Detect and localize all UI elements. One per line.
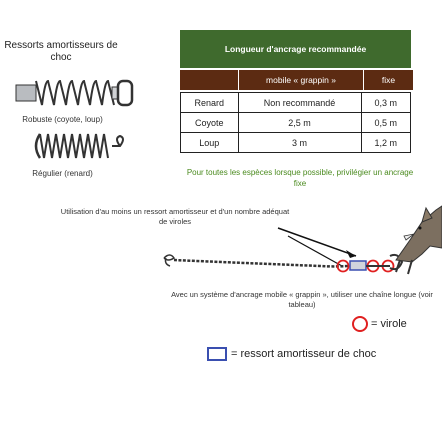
col-fixed-header: fixe xyxy=(363,70,413,90)
coyote-icon xyxy=(395,205,442,275)
swivel-ring xyxy=(336,259,350,273)
spring-box-icon xyxy=(207,347,227,361)
species-cell: Loup xyxy=(180,132,239,153)
robust-spring-image xyxy=(15,79,134,107)
arrow-line xyxy=(277,227,357,257)
regular-spring-caption: Régulier (renard) xyxy=(32,169,93,178)
scene-caption-bottom: Avec un système d'ancrage mobile « grapp… xyxy=(171,290,433,309)
trap-icon xyxy=(389,253,404,271)
springs-title: Ressorts amortisseurs de choc xyxy=(4,40,118,63)
fixed-cell: 1,2 m xyxy=(360,132,412,153)
subheader-spacer xyxy=(180,70,238,90)
regular-spring-image xyxy=(34,133,124,159)
mobile-cell: 3 m xyxy=(237,132,362,153)
shock-spring-box xyxy=(349,260,367,271)
fixed-cell: 0,5 m xyxy=(360,112,412,133)
table-header: Longueur d'ancrage recommandée xyxy=(180,30,411,68)
arrow-line xyxy=(287,235,343,267)
legend-box: = ressort amortisseur de choc xyxy=(207,347,376,361)
mobile-cell: Non recommandé xyxy=(237,92,362,113)
scene-caption-top: Utilisation d'au moins un ressort amorti… xyxy=(60,207,290,226)
table-subheader: mobile « grappin » fixe xyxy=(180,70,413,90)
col-mobile-header: mobile « grappin » xyxy=(238,70,363,90)
grapple-icon xyxy=(163,254,176,267)
legend-ring: = virole xyxy=(352,316,407,332)
chain-icon xyxy=(173,258,351,268)
ring-icon xyxy=(352,316,368,332)
robust-spring-coils xyxy=(35,79,115,106)
species-cell: Renard xyxy=(180,92,239,113)
table-row: Coyote 2,5 m 0,5 m xyxy=(180,112,412,133)
table-row: Loup 3 m 1,2 m xyxy=(180,132,412,153)
arrow-head xyxy=(346,250,356,258)
anchor-length-table: Renard Non recommandé 0,3 m Coyote 2,5 m… xyxy=(180,92,412,153)
table-row: Renard Non recommandé 0,3 m xyxy=(180,92,412,113)
legend-ring-label: = virole xyxy=(371,318,407,330)
fixed-cell: 0,3 m xyxy=(360,92,412,113)
regular-spring-coils xyxy=(39,133,109,159)
legend-box-label: = ressort amortisseur de choc xyxy=(231,348,377,360)
mobile-cell: 2,5 m xyxy=(237,112,362,133)
robust-spring-caption: Robuste (coyote, loup) xyxy=(22,115,103,124)
table-note: Pour toutes les espèces lorsque possible… xyxy=(186,168,414,188)
species-cell: Coyote xyxy=(180,112,239,133)
trap-scene xyxy=(163,205,442,275)
